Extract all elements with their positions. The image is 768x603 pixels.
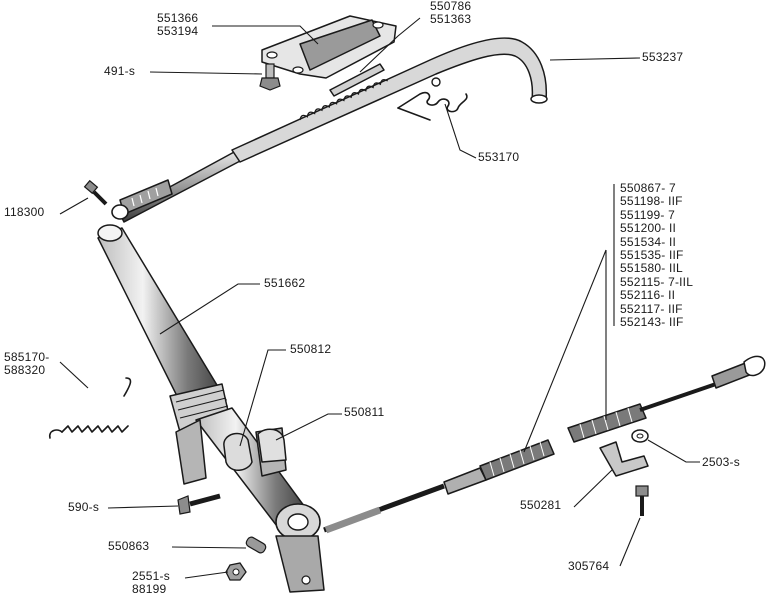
washer-2503s (631, 429, 649, 443)
cable-part-item: 551534- II (620, 234, 677, 249)
bracket-551366 (261, 15, 397, 79)
label-550863: 550863 (108, 539, 150, 553)
cable-part-item: 551198- IIF (620, 194, 683, 209)
cable-part-item: 552117- IIF (620, 301, 683, 316)
label-88199: 88199 (132, 582, 167, 596)
lever-tube-551662 (97, 224, 231, 433)
clamp-550812 (223, 432, 253, 471)
cable-part-item: 551580- IIL (620, 261, 683, 276)
label-588320: 588320 (4, 363, 46, 377)
nut-2551s (225, 562, 247, 581)
cable-part-item: 551199- 7 (620, 207, 675, 222)
spring-585170 (48, 377, 132, 439)
label-590s: 590-s (68, 500, 100, 514)
handle-serration (299, 78, 389, 121)
label-550812: 550812 (290, 342, 332, 356)
cable-part-item: 550867- 7 (620, 181, 676, 195)
screw-491s (259, 63, 281, 91)
label-551363: 551363 (430, 12, 472, 26)
label-550786-551363: 550786 551363 (430, 0, 471, 26)
label-553237: 553237 (642, 50, 684, 64)
label-118300: 118300 (4, 205, 45, 219)
cable-part-item: 552115- 7-IIL (620, 274, 694, 289)
clip-550281 (599, 441, 649, 477)
label-551662: 551662 (264, 276, 306, 290)
bolt-305764 (635, 485, 649, 516)
clip-550811 (257, 428, 287, 463)
label-585170-588320: 585170- 588320 (4, 351, 49, 377)
label-585170: 585170- (4, 350, 50, 364)
cable-part-list: 550867- 7 551198- IIF 551199- 7 551200- … (620, 181, 694, 330)
label-305764: 305764 (568, 559, 610, 573)
bolt-590s (177, 493, 221, 515)
label-550281: 550281 (520, 498, 562, 512)
label-553170: 553170 (478, 150, 520, 164)
label-550786: 550786 (430, 0, 472, 13)
spring-553170 (397, 77, 468, 121)
label-2551s-88199: 2551-s 88199 (132, 570, 170, 596)
pin-550863 (245, 536, 267, 554)
label-553194: 553194 (157, 24, 199, 38)
label-2551s: 2551-s (132, 569, 170, 583)
label-551366: 551366 (157, 11, 199, 25)
handbrake-handle-rod (111, 37, 548, 223)
label-550811: 550811 (344, 405, 385, 419)
label-491s: 491-s (104, 64, 136, 78)
label-551366-553194: 551366 553194 (157, 12, 198, 38)
cable-part-item: 551535- IIF (620, 248, 684, 263)
leader-lines (59, 17, 700, 579)
label-2503s: 2503-s (702, 455, 740, 469)
cable-part-item: 552116- II (620, 288, 676, 303)
cable-part-item: 552143- IIF (620, 315, 684, 330)
brake-cable (323, 355, 766, 534)
bolt-118300 (83, 179, 108, 206)
pawl-550786 (329, 63, 385, 97)
cable-part-item: 551200- II (620, 221, 677, 236)
